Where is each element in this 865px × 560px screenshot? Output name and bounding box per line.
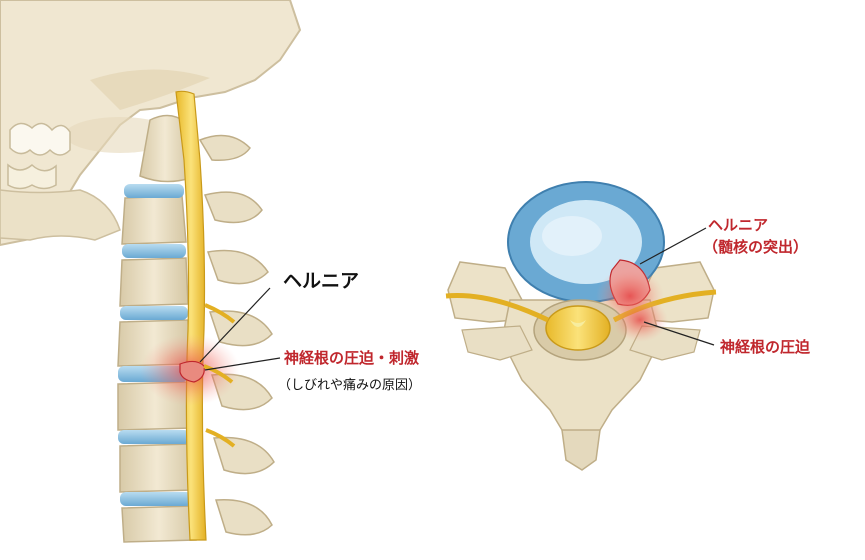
left-nerve-roots bbox=[203, 303, 236, 448]
nucleus-label-right: （髄核の突出） bbox=[703, 238, 809, 256]
vertebral-bodies bbox=[117, 114, 197, 543]
hernia-label-right: ヘルニア bbox=[708, 216, 769, 234]
left-leader-lines bbox=[199, 287, 281, 371]
posterior-processes bbox=[198, 134, 275, 536]
compression-label-right: 神経根の圧迫 bbox=[720, 338, 811, 356]
spinal-cord bbox=[175, 90, 207, 541]
jaw bbox=[0, 189, 121, 241]
cause-label-left: （しびれや痛みの原因） bbox=[278, 378, 422, 393]
right-inflammation bbox=[612, 298, 668, 342]
left-herniated-disc bbox=[179, 360, 205, 383]
compression-label-left: 神経根の圧迫・刺激 bbox=[284, 349, 420, 367]
teeth bbox=[7, 122, 71, 190]
hernia-label-left: ヘルニア bbox=[283, 270, 360, 292]
axial-spinal-cord bbox=[545, 305, 611, 351]
right-leader-lines bbox=[639, 227, 715, 346]
